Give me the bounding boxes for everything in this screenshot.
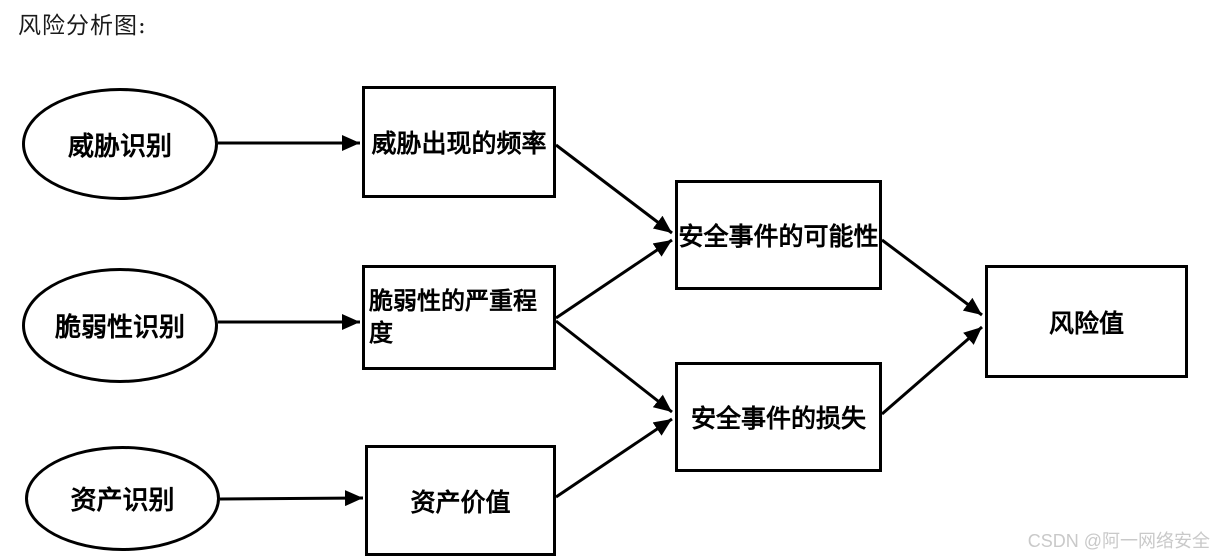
arrow-asset-value-to-incident-loss: [555, 417, 673, 499]
node-incident-loss: 安全事件的损失: [675, 362, 882, 472]
node-incident-likelihood-label: 安全事件的可能性: [678, 223, 879, 251]
node-threat-frequency: 威胁出现的频率: [362, 86, 556, 198]
arrow-incident-likelihood-to-risk-value: [881, 238, 983, 317]
node-asset-value-label: 资产价值: [410, 488, 511, 517]
arrow-incident-loss-to-risk-value: [881, 325, 983, 416]
node-asset-value: 资产价值: [365, 445, 556, 556]
node-vulnerability-severity-label: 脆弱性的严重程度: [369, 288, 537, 347]
node-threat-identification-label: 威胁识别: [67, 130, 172, 161]
node-threat-identification: 威胁识别: [22, 88, 218, 200]
node-threat-frequency-label: 威胁出现的频率: [371, 130, 547, 158]
node-vulnerability-identification: 脆弱性识别: [22, 268, 218, 383]
arrow-vulnerability-severity-to-incident-loss: [555, 319, 673, 414]
node-asset-identification-label: 资产识别: [70, 485, 175, 515]
node-vulnerability-severity: 脆弱性的严重程度: [362, 265, 556, 370]
arrow-asset-identification-to-asset-value: [219, 490, 364, 507]
node-risk-value: 风险值: [985, 265, 1188, 378]
arrow-vulnerability-severity-to-incident-likelihood: [555, 238, 673, 320]
page-title: 风险分析图:: [18, 13, 147, 39]
node-asset-identification: 资产识别: [25, 446, 220, 551]
watermark: CSDN @阿一网络安全: [1027, 531, 1210, 551]
node-risk-value-label: 风险值: [1048, 309, 1124, 338]
node-vulnerability-identification-label: 脆弱性识别: [54, 312, 185, 342]
node-incident-likelihood: 安全事件的可能性: [675, 180, 882, 290]
arrow-threat-frequency-to-incident-likelihood: [555, 143, 673, 235]
node-incident-loss-label: 安全事件的损失: [690, 405, 866, 433]
